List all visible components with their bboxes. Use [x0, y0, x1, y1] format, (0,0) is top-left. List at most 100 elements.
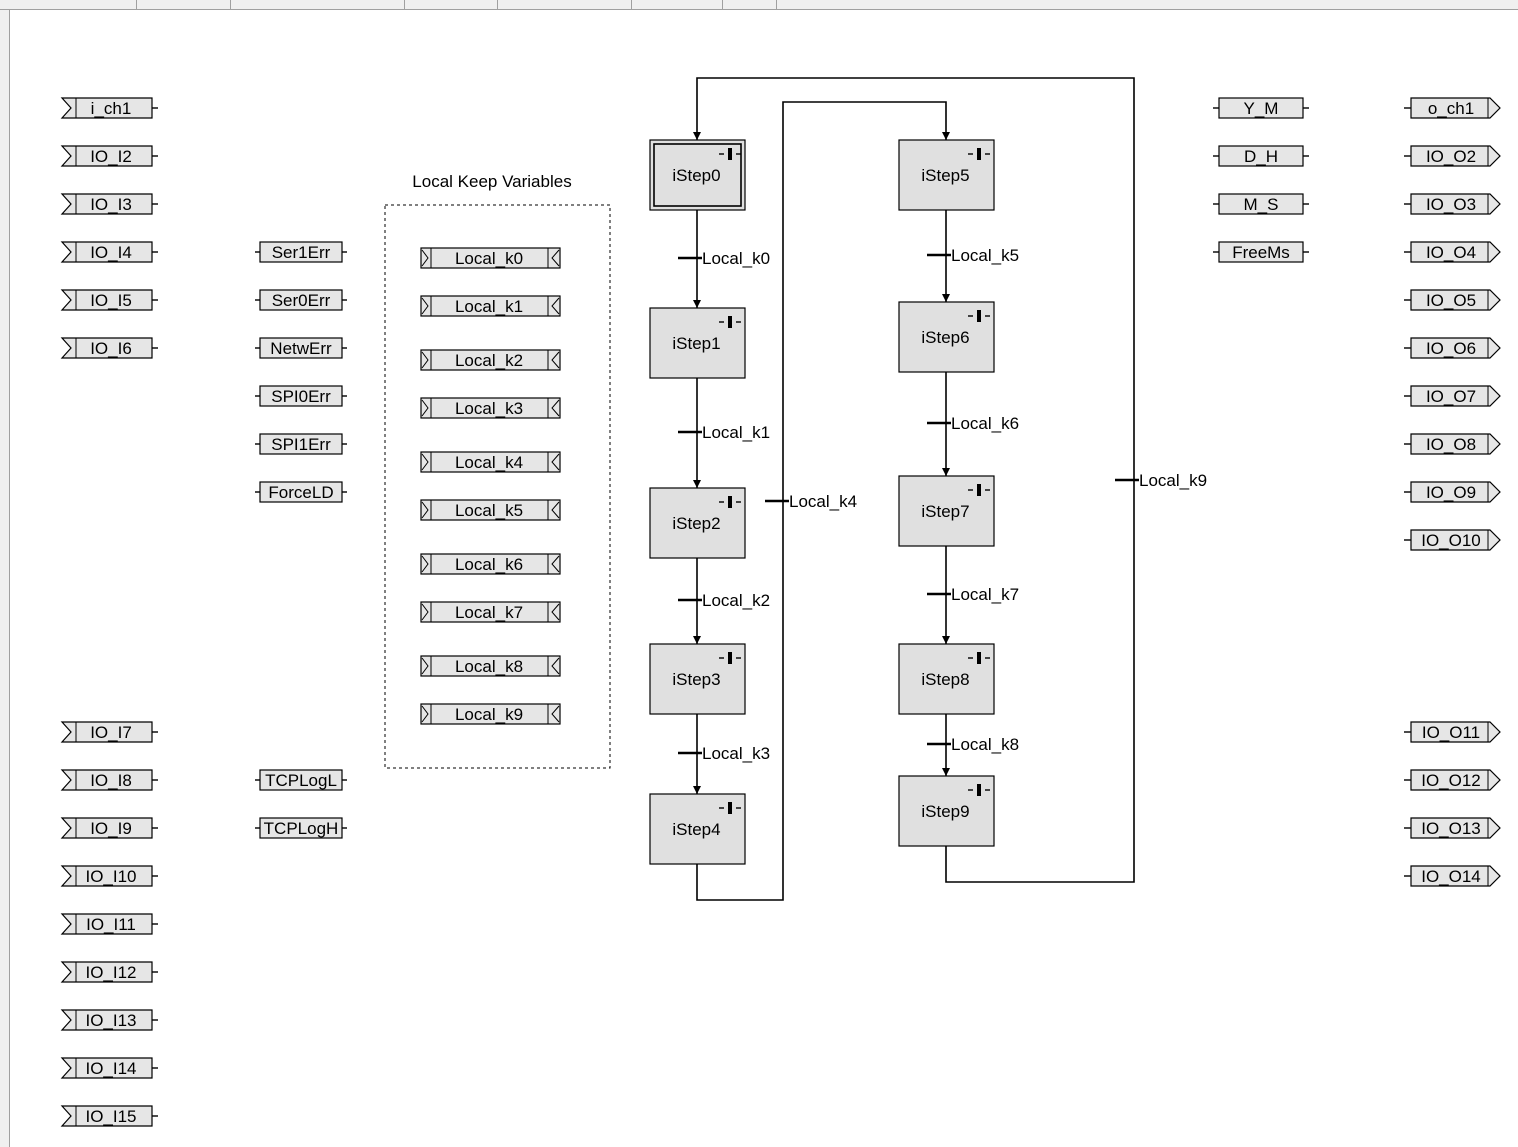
- output-tag-label: o_ch1: [1428, 99, 1474, 118]
- system-var-label: SPI0Err: [271, 387, 331, 406]
- output-tag-label: IO_O6: [1426, 339, 1476, 358]
- system-var-spi0err[interactable]: SPI0Err: [255, 385, 347, 407]
- transition-label: Local_k6: [951, 414, 1019, 433]
- transition-local-k0[interactable]: Local_k0: [678, 249, 770, 268]
- keep-var-local-k9[interactable]: Local_k9: [420, 703, 561, 725]
- transition-local-k7[interactable]: Local_k7: [927, 585, 1019, 604]
- keep-var-local-k7[interactable]: Local_k7: [420, 601, 561, 623]
- keep-var-local-k6[interactable]: Local_k6: [420, 553, 561, 575]
- system-var-tcplogh[interactable]: TCPLogH: [255, 817, 347, 839]
- output-tag-io-o11[interactable]: IO_O11: [1404, 721, 1501, 743]
- transition-local-k6[interactable]: Local_k6: [927, 414, 1019, 433]
- input-tag-io-i2[interactable]: IO_I2: [60, 145, 158, 167]
- input-tag-label: i_ch1: [91, 99, 132, 118]
- toolbar-strip: [0, 0, 1518, 10]
- system-var-label: TCPLogL: [265, 771, 337, 790]
- time-var-y-m[interactable]: Y_M: [1213, 97, 1309, 119]
- output-tag-io-o3[interactable]: IO_O3: [1404, 193, 1501, 215]
- keep-var-label: Local_k5: [455, 501, 523, 520]
- system-var-label: NetwErr: [270, 339, 332, 358]
- step-istep8[interactable]: iStep8: [898, 643, 995, 715]
- time-var-label: Y_M: [1244, 99, 1279, 118]
- transition-local-k9[interactable]: Local_k9: [1115, 471, 1207, 490]
- time-var-d-h[interactable]: D_H: [1213, 145, 1309, 167]
- step-istep9[interactable]: iStep9: [898, 775, 995, 847]
- step-label: iStep4: [672, 820, 720, 839]
- transition-local-k2[interactable]: Local_k2: [678, 591, 770, 610]
- step-istep5[interactable]: iStep5: [898, 139, 995, 211]
- output-tag-label: IO_O12: [1421, 771, 1481, 790]
- sfc-arrowhead: [942, 468, 950, 476]
- output-tag-io-o6[interactable]: IO_O6: [1404, 337, 1501, 359]
- sfc-arrowhead: [693, 786, 701, 794]
- transition-label: Local_k3: [702, 744, 770, 763]
- time-var-m-s[interactable]: M_S: [1213, 193, 1309, 215]
- transition-local-k4[interactable]: Local_k4: [765, 492, 857, 511]
- step-istep4[interactable]: iStep4: [649, 793, 746, 865]
- output-tag-o-ch1[interactable]: o_ch1: [1404, 97, 1501, 119]
- input-tag-io-i13[interactable]: IO_I13: [60, 1009, 158, 1031]
- input-tag-io-i4[interactable]: IO_I4: [60, 241, 158, 263]
- input-tag-io-i9[interactable]: IO_I9: [60, 817, 158, 839]
- output-tag-io-o7[interactable]: IO_O7: [1404, 385, 1501, 407]
- output-tag-io-o13[interactable]: IO_O13: [1404, 817, 1501, 839]
- input-tag-io-i5[interactable]: IO_I5: [60, 289, 158, 311]
- input-tag-io-i10[interactable]: IO_I10: [60, 865, 158, 887]
- step-istep2[interactable]: iStep2: [649, 487, 746, 559]
- sfc-arrowhead: [942, 636, 950, 644]
- time-var-label: M_S: [1244, 195, 1279, 214]
- input-tag-io-i15[interactable]: IO_I15: [60, 1105, 158, 1127]
- output-tag-io-o12[interactable]: IO_O12: [1404, 769, 1501, 791]
- output-tag-io-o4[interactable]: IO_O4: [1404, 241, 1501, 263]
- transition-local-k5[interactable]: Local_k5: [927, 246, 1019, 265]
- keep-var-local-k8[interactable]: Local_k8: [420, 655, 561, 677]
- input-tag-io-i6[interactable]: IO_I6: [60, 337, 158, 359]
- system-var-forceld[interactable]: ForceLD: [255, 481, 347, 503]
- system-var-ser0err[interactable]: Ser0Err: [255, 289, 347, 311]
- input-tag-io-i7[interactable]: IO_I7: [60, 721, 158, 743]
- keep-var-label: Local_k8: [455, 657, 523, 676]
- step-istep1[interactable]: iStep1: [649, 307, 746, 379]
- output-tag-label: IO_O11: [1422, 723, 1480, 742]
- output-tag-label: IO_O7: [1426, 387, 1476, 406]
- keep-var-local-k3[interactable]: Local_k3: [420, 397, 561, 419]
- step-istep6[interactable]: iStep6: [898, 301, 995, 373]
- local-keep-variables-box: Local Keep Variables: [384, 172, 611, 769]
- step-istep3[interactable]: iStep3: [649, 643, 746, 715]
- output-tag-label: IO_O2: [1426, 147, 1476, 166]
- transition-label: Local_k1: [702, 423, 770, 442]
- output-tag-io-o8[interactable]: IO_O8: [1404, 433, 1501, 455]
- sfc-arrowhead: [942, 132, 950, 140]
- system-var-spi1err[interactable]: SPI1Err: [255, 433, 347, 455]
- transition-local-k3[interactable]: Local_k3: [678, 744, 770, 763]
- transition-local-k8[interactable]: Local_k8: [927, 735, 1019, 754]
- system-var-ser1err[interactable]: Ser1Err: [255, 241, 347, 263]
- keep-var-local-k1[interactable]: Local_k1: [420, 295, 561, 317]
- keep-var-local-k4[interactable]: Local_k4: [420, 451, 561, 473]
- step-label: iStep0: [672, 166, 720, 185]
- output-tag-io-o9[interactable]: IO_O9: [1404, 481, 1501, 503]
- input-tag-io-i12[interactable]: IO_I12: [60, 961, 158, 983]
- input-tag-i-ch1[interactable]: i_ch1: [60, 97, 158, 119]
- input-tag-io-i3[interactable]: IO_I3: [60, 193, 158, 215]
- input-tag-io-i8[interactable]: IO_I8: [60, 769, 158, 791]
- keep-var-local-k0[interactable]: Local_k0: [420, 247, 561, 269]
- system-var-tcplogl[interactable]: TCPLogL: [255, 769, 347, 791]
- input-tag-io-i14[interactable]: IO_I14: [60, 1057, 158, 1079]
- output-tag-io-o2[interactable]: IO_O2: [1404, 145, 1501, 167]
- keep-var-local-k5[interactable]: Local_k5: [420, 499, 561, 521]
- output-tag-io-o5[interactable]: IO_O5: [1404, 289, 1501, 311]
- step-istep0[interactable]: iStep0: [649, 139, 746, 211]
- transition-local-k1[interactable]: Local_k1: [678, 423, 770, 442]
- keep-variables-title: Local Keep Variables: [412, 172, 571, 191]
- time-var-freems[interactable]: FreeMs: [1213, 241, 1309, 263]
- transition-label: Local_k7: [951, 585, 1019, 604]
- output-tag-io-o14[interactable]: IO_O14: [1404, 865, 1501, 887]
- keep-var-local-k2[interactable]: Local_k2: [420, 349, 561, 371]
- step-istep7[interactable]: iStep7: [898, 475, 995, 547]
- output-tag-io-o10[interactable]: IO_O10: [1404, 529, 1501, 551]
- output-tag-label: IO_O5: [1426, 291, 1476, 310]
- input-tag-io-i11[interactable]: IO_I11: [60, 913, 158, 935]
- step-indicator-icon: [728, 148, 732, 160]
- system-var-netwerr[interactable]: NetwErr: [255, 337, 347, 359]
